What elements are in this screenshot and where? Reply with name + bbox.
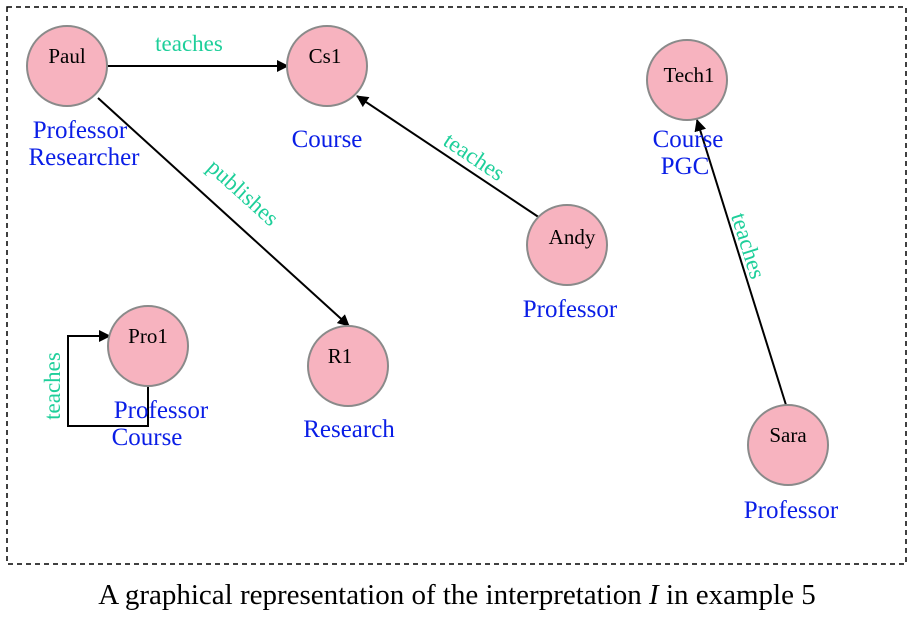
type-label-r1: Research <box>303 416 395 443</box>
node-label-r1: R1 <box>328 344 353 368</box>
type-label-paul-2: Researcher <box>28 144 140 171</box>
node-pro1: Pro1 Professor Course <box>107 305 209 451</box>
caption-suffix: in example 5 <box>659 579 816 611</box>
type-label-pro1-1: Professor <box>114 397 209 424</box>
node-label-pro1: Pro1 <box>128 324 168 348</box>
caption-symbol: I <box>648 579 660 611</box>
edge-label-paul-cs1: teaches <box>155 31 223 56</box>
type-label-sara: Professor <box>744 497 839 524</box>
type-label-paul-1: Professor <box>33 117 128 144</box>
caption-prefix: A graphical representation of the interp… <box>98 579 649 611</box>
edge-label-paul-r1: publishes <box>202 154 283 231</box>
type-label-pro1-2: Course <box>112 424 183 451</box>
node-cs1: Cs1 Course <box>286 25 368 153</box>
node-andy: Andy Professor <box>523 204 618 323</box>
node-r1: R1 Research <box>303 325 395 443</box>
type-label-tech1-1: Course <box>653 126 724 153</box>
node-label-paul: Paul <box>48 44 86 68</box>
edge-label-sara-tech1: teaches <box>726 210 770 282</box>
node-label-tech1: Tech1 <box>663 63 714 87</box>
edge-pro1-self <box>67 330 149 427</box>
node-label-andy: Andy <box>549 225 596 249</box>
type-label-tech1-2: PGC <box>661 153 710 180</box>
node-sara: Sara Professor <box>744 404 839 524</box>
edge-sara-tech1 <box>694 119 787 406</box>
type-label-cs1: Course <box>292 126 363 153</box>
node-label-cs1: Cs1 <box>309 44 342 68</box>
type-label-andy: Professor <box>523 296 618 323</box>
edge-andy-cs1 <box>356 95 541 219</box>
edge-label-pro1-self: teaches <box>40 352 65 420</box>
node-paul: Paul Professor Researcher <box>26 25 140 171</box>
figure-caption: A graphical representation of the interp… <box>98 579 816 611</box>
node-tech1: Tech1 Course PGC <box>646 39 728 180</box>
node-label-sara: Sara <box>769 423 807 447</box>
edge-paul-r1 <box>97 97 350 327</box>
